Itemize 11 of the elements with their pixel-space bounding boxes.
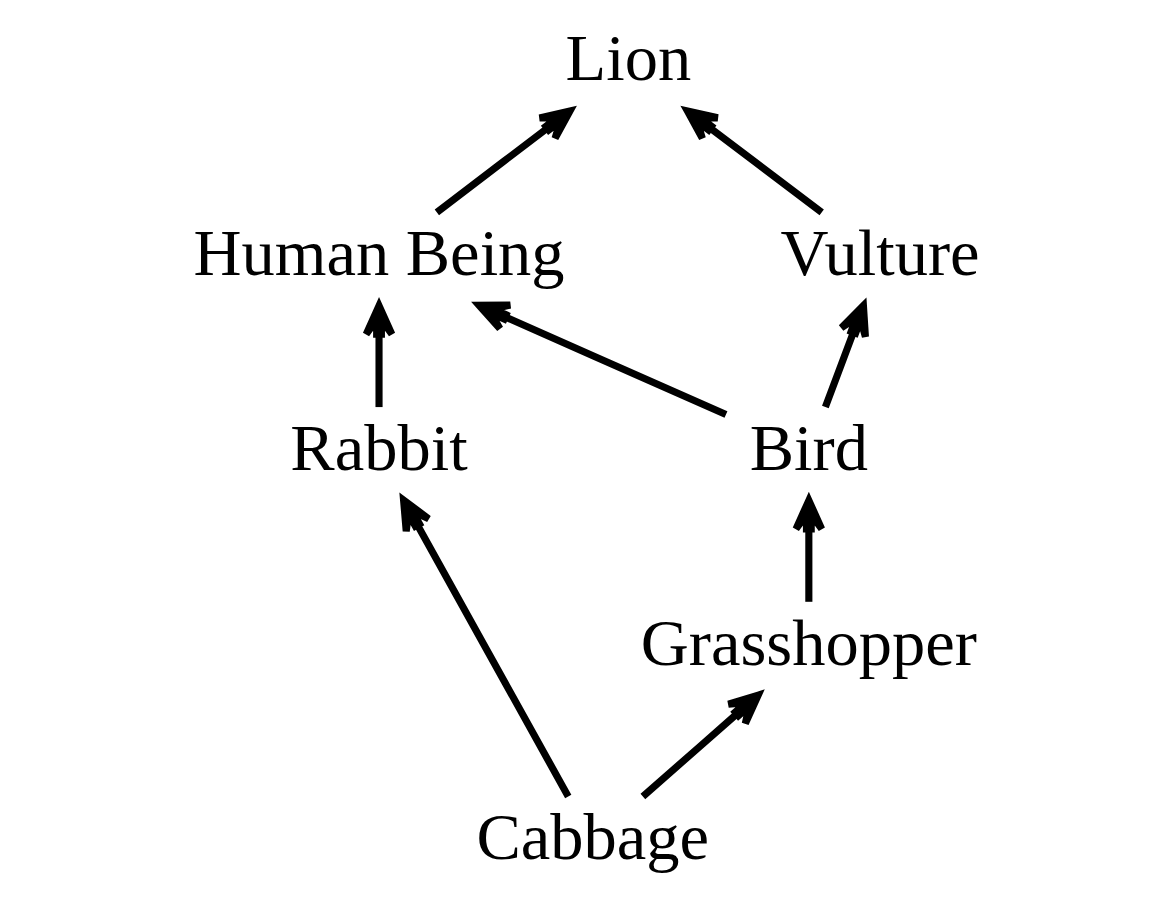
node-text: Vulture xyxy=(780,216,980,290)
node-text: Rabbit xyxy=(289,410,468,484)
arrow xyxy=(683,107,824,216)
node-text: Grasshopper xyxy=(640,605,977,679)
arrow xyxy=(434,107,574,216)
node-text: Bird xyxy=(749,410,868,484)
arrow xyxy=(640,691,762,800)
arrow xyxy=(474,301,727,418)
node-text: Human Being xyxy=(192,216,565,290)
node-text: Lion xyxy=(565,21,691,95)
node-text: Cabbage xyxy=(475,800,709,874)
